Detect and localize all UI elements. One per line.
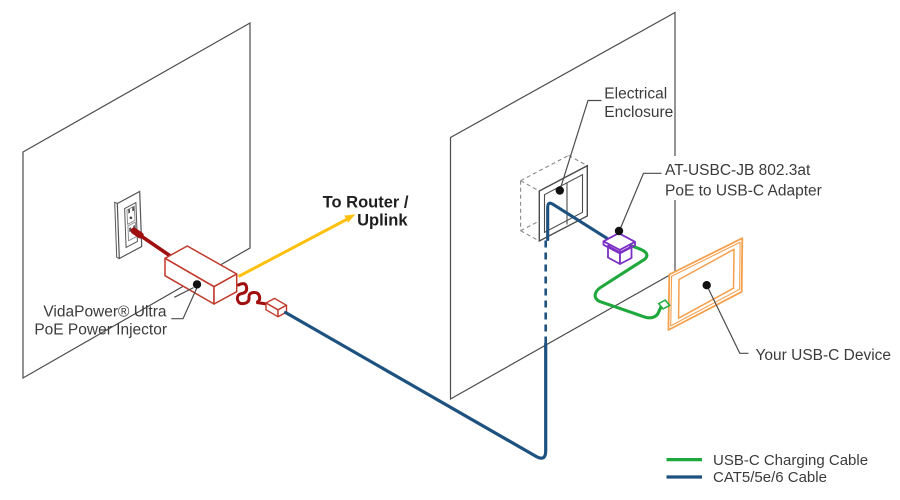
adapter-label-line1: AT-USBC-JB 802.3at	[665, 162, 811, 179]
injector-right-face	[213, 273, 238, 305]
diagram-labels: To Router / Uplink VidaPower® Ultra PoE …	[34, 85, 891, 364]
power-outlet	[114, 190, 143, 260]
adapter-dot	[614, 226, 624, 236]
injector-leader-b	[171, 288, 198, 320]
adapter-label-line2: PoE to USB-C Adapter	[665, 182, 822, 199]
rj45-connector	[265, 297, 288, 318]
enclosure-dot	[555, 186, 564, 195]
leader-lines	[171, 99, 812, 354]
injector-label-line2: PoE Power Injector	[34, 322, 167, 339]
router-uplink-label-line2: Uplink	[357, 212, 408, 230]
device-label: Your USB-C Device	[756, 347, 892, 364]
usbc-plug	[657, 299, 671, 310]
enclosure-label-line1: Electrical	[604, 85, 667, 102]
device-dot	[702, 281, 711, 290]
legend-usbc-label: USB-C Charging Cable	[713, 452, 868, 469]
device-leader	[706, 284, 749, 354]
outlet-recess	[124, 201, 138, 249]
outlet-side	[114, 201, 120, 259]
enclosure-label-line2: Enclosure	[604, 104, 673, 121]
adapter-leader	[618, 172, 662, 231]
cat5-cable-enclosure-to-adapter	[546, 201, 615, 244]
uplink-arrowhead	[344, 214, 356, 223]
injector-leader-a	[174, 287, 194, 298]
outlet-sockets	[126, 205, 137, 242]
device-screen	[677, 248, 735, 319]
enclosure-front-face	[538, 164, 588, 243]
electrical-enclosure	[520, 154, 588, 243]
ac-power-cable	[130, 227, 174, 259]
device-rim	[670, 241, 741, 327]
enclosure-opening	[543, 173, 584, 234]
usbc-charging-cable	[593, 243, 663, 320]
cat5-cable-main-run	[283, 310, 548, 460]
injector-label-line1: VidaPower® Ultra	[43, 303, 167, 320]
leader-dots	[192, 186, 711, 290]
uplink-cable-arrow	[237, 214, 356, 278]
coiled-cable	[235, 282, 269, 306]
left-wall	[22, 21, 251, 380]
router-uplink-label-line1: To Router /	[323, 193, 409, 211]
enclosure-leader	[559, 99, 602, 191]
adapter-label-background	[662, 156, 812, 200]
legend-cat5-label: CAT5/5e/6 Cable	[713, 469, 827, 486]
adapter-lid-edge	[602, 241, 636, 255]
injector-dot	[192, 280, 202, 289]
legend: USB-C Charging Cable CAT5/5e/6 Cable	[666, 452, 868, 486]
poe-injector	[164, 245, 238, 305]
poe-usbc-adapter	[602, 232, 636, 265]
